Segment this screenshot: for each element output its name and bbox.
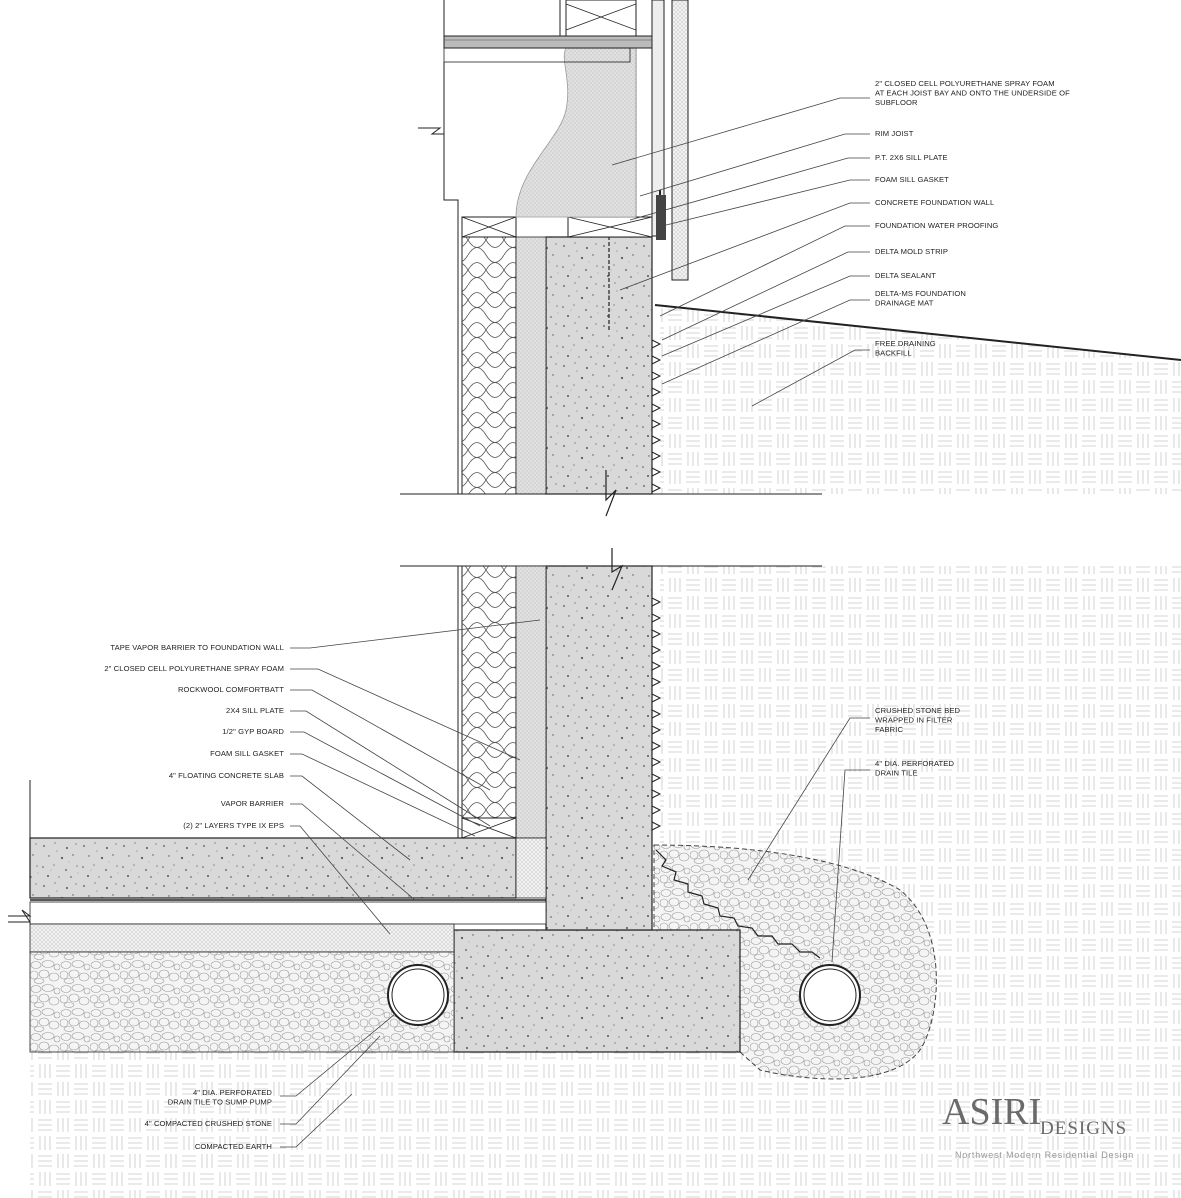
break-mark-lower [611, 548, 624, 591]
label-rockwool: ROCKWOOL COMFORTBATT [178, 685, 284, 694]
floating-concrete-slab [29, 837, 517, 899]
label-compacted-crushed-stone: 4" COMPACTED CRUSHED STONE [145, 1119, 272, 1128]
label-line: 1/2" GYP BOARD [222, 727, 284, 736]
label-spray-foam-wall: 2" CLOSED CELL POLYURETHANE SPRAY FOAM [104, 664, 284, 673]
label-line: 2X4 SILL PLATE [226, 706, 284, 715]
label-line: FOAM SILL GASKET [875, 175, 949, 184]
eps-insulation-layer-1 [29, 901, 547, 925]
rockwool-batt-lower [461, 565, 517, 819]
label-line: 4" DIA. PERFORATED [193, 1088, 272, 1097]
label-line: 4" DIA. PERFORATED [875, 759, 954, 768]
logo-sub-text: DESIGNS [1040, 1118, 1127, 1139]
spray-foam-wall-upper [515, 236, 547, 495]
label-foundation-water-proofing: FOUNDATION WATER PROOFING [875, 221, 998, 230]
label-line: DELTA SEALANT [875, 271, 936, 280]
wall-plate-above [565, 0, 637, 37]
label-line: (2) 2" LAYERS TYPE IX EPS [183, 821, 284, 830]
grade-line [654, 304, 1181, 361]
logo-main-text: ASIRI [942, 1091, 1041, 1133]
label-line: AT EACH JOIST BAY AND ONTO THE UNDERSIDE… [875, 89, 1070, 98]
label-line: RIM JOIST [875, 129, 914, 138]
label-line: WRAPPED IN FILTER [875, 716, 953, 725]
spray-foam-joist-bay [515, 47, 637, 218]
spray-foam-wall-lower [515, 565, 547, 839]
label-line: FOAM SILL GASKET [210, 749, 284, 758]
delta-drainage-mat-lower [651, 566, 662, 845]
drain-tile-exterior [799, 964, 861, 1026]
label-pt-sill-plate: P.T. 2X6 SILL PLATE [875, 153, 948, 162]
eps-insulation-layer-2 [29, 923, 455, 953]
label-delta-mold-strip: DELTA MOLD STRIP [875, 247, 948, 256]
label-line: 4" COMPACTED CRUSHED STONE [145, 1119, 272, 1128]
label-rim-joist: RIM JOIST [875, 129, 914, 138]
lower-left-labels: TAPE VAPOR BARRIER TO FOUNDATION WALL 2" … [104, 643, 284, 830]
brand-logo: ASIRI DESIGNS Northwest Modern Residenti… [942, 1091, 1134, 1160]
lower-detail [8, 548, 1181, 1198]
delta-drainage-mat-upper [651, 308, 662, 494]
earth-under-slab [30, 1052, 660, 1198]
label-line: DELTA-MS FOUNDATION [875, 289, 966, 298]
foundation-water-proofing-upper [656, 195, 666, 240]
label-delta-sealant: DELTA SEALANT [875, 271, 936, 280]
compacted-crushed-stone-bed [29, 951, 455, 1053]
label-line: DELTA MOLD STRIP [875, 247, 948, 256]
break-mark-slab [8, 909, 32, 923]
label-line: 2" CLOSED CELL POLYURETHANE SPRAY FOAM [875, 79, 1055, 88]
concrete-foundation-wall-lower [545, 565, 653, 931]
label-gyp-board: 1/2" GYP BOARD [222, 727, 284, 736]
rim-joist [635, 47, 653, 218]
exterior-siding [671, 0, 689, 281]
label-line: VAPOR BARRIER [221, 799, 285, 808]
break-mark-floor [418, 127, 444, 135]
label-line: FOUNDATION WATER PROOFING [875, 221, 998, 230]
label-line: 2" CLOSED CELL POLYURETHANE SPRAY FOAM [104, 664, 284, 673]
label-compacted-earth: COMPACTED EARTH [195, 1142, 272, 1151]
logo-tagline: Northwest Modern Residential Design [955, 1150, 1134, 1160]
label-line: 4" FLOATING CONCRETE SLAB [169, 771, 284, 780]
label-line: TAPE VAPOR BARRIER TO FOUNDATION WALL [110, 643, 284, 652]
earth-backfill-upper [660, 306, 1181, 494]
label-line: DRAIN TILE TO SUMP PUMP [168, 1098, 272, 1107]
label-line: ROCKWOOL COMFORTBATT [178, 685, 284, 694]
filter-fabric [655, 849, 821, 959]
label-line: FABRIC [875, 725, 903, 734]
label-line: COMPACTED EARTH [195, 1142, 272, 1151]
label-line: CONCRETE FOUNDATION WALL [875, 198, 994, 207]
concrete-foundation-wall [545, 236, 653, 495]
drain-tile-interior [387, 964, 449, 1026]
label-tape-vapor-barrier: TAPE VAPOR BARRIER TO FOUNDATION WALL [110, 643, 284, 652]
label-line: SUBFLOOR [875, 98, 918, 107]
upper-detail [400, 0, 1181, 517]
slab-edge-foam [515, 837, 547, 899]
label-concrete-foundation-wall: CONCRETE FOUNDATION WALL [875, 198, 994, 207]
label-floating-slab: 4" FLOATING CONCRETE SLAB [169, 771, 284, 780]
floor-joist [443, 35, 653, 49]
label-line: P.T. 2X6 SILL PLATE [875, 153, 948, 162]
rockwool-batt-upper [461, 236, 517, 495]
label-line: BACKFILL [875, 349, 912, 358]
label-foam-sill-gasket-lower: FOAM SILL GASKET [210, 749, 284, 758]
break-mark-upper [605, 470, 617, 517]
label-line: DRAINAGE MAT [875, 299, 934, 308]
leader-lines [280, 97, 870, 1148]
crushed-stone-bed-exterior [653, 844, 937, 1080]
label-line: DRAIN TILE [875, 769, 918, 778]
label-line: CRUSHED STONE BED [875, 706, 961, 715]
concrete-footing [453, 929, 741, 1053]
label-eps-layers: (2) 2" LAYERS TYPE IX EPS [183, 821, 284, 830]
label-line: FREE DRAINING [875, 339, 936, 348]
label-2x4-sill-plate: 2X4 SILL PLATE [226, 706, 284, 715]
label-vapor-barrier: VAPOR BARRIER [221, 799, 285, 808]
label-foam-sill-gasket-upper: FOAM SILL GASKET [875, 175, 949, 184]
